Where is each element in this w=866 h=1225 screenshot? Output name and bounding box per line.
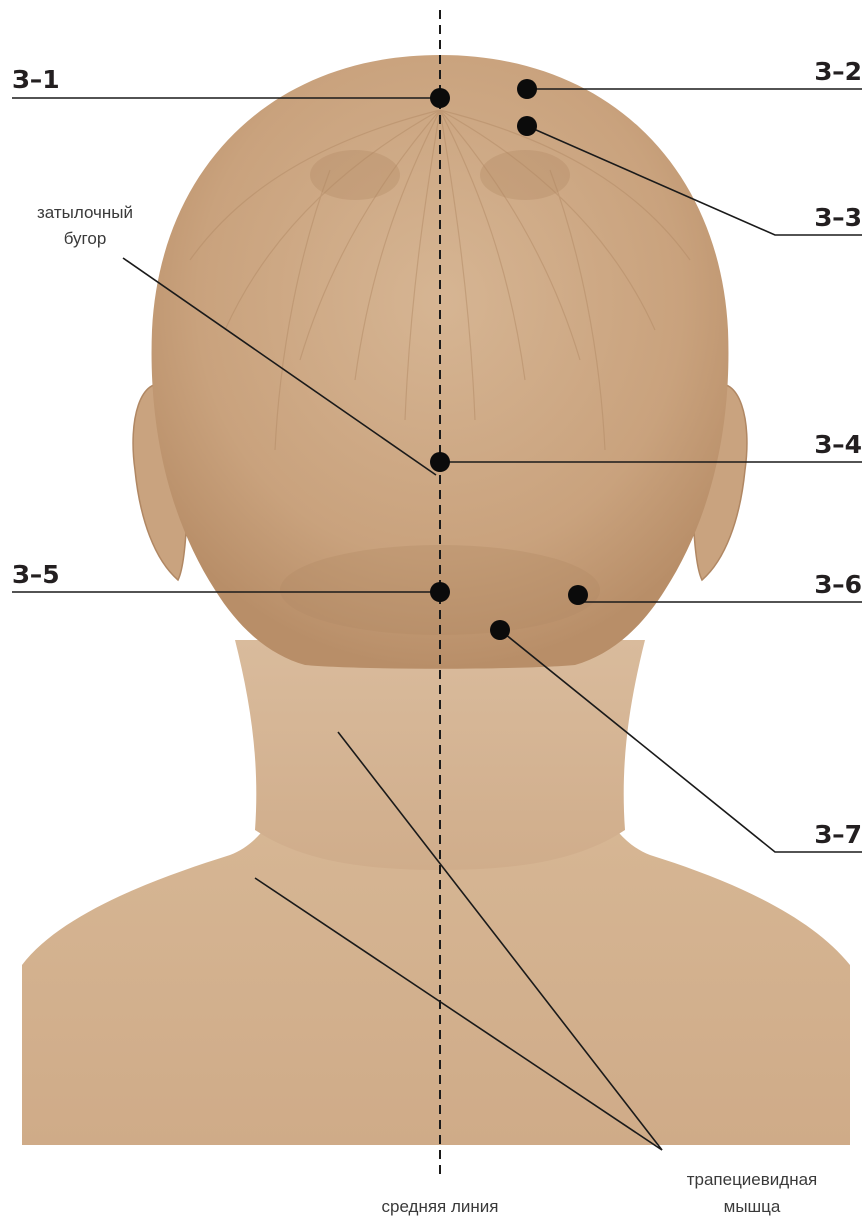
- occipital-label-line2: бугор: [64, 229, 107, 248]
- midline-label: средняя линия: [382, 1197, 499, 1216]
- trapezius-label-line1: трапециевидная: [687, 1170, 818, 1189]
- trapezius-label-line2: мышца: [724, 1197, 781, 1216]
- label-z2: З–2: [814, 57, 862, 86]
- point-z6-marker: [568, 585, 588, 605]
- point-z5-marker: [430, 582, 450, 602]
- point-z1-marker: [430, 88, 450, 108]
- label-z3: З–3: [814, 203, 862, 232]
- label-z5: З–5: [12, 560, 60, 589]
- point-z4-marker: [430, 452, 450, 472]
- label-z7: З–7: [814, 820, 862, 849]
- occipital-label-line1: затылочный: [37, 203, 133, 222]
- label-z1: З–1: [12, 65, 60, 94]
- point-z3-marker: [517, 116, 537, 136]
- label-z4: З–4: [814, 430, 862, 459]
- point-z7-marker: [490, 620, 510, 640]
- label-z6: З–6: [814, 570, 862, 599]
- point-z2-marker: [517, 79, 537, 99]
